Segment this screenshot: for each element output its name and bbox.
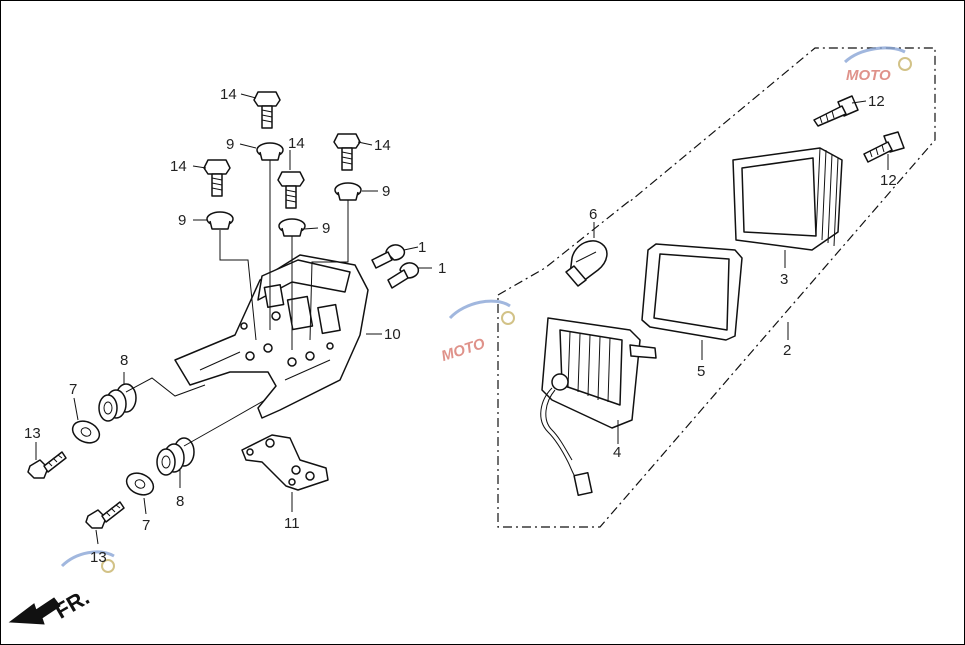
- callout-7: 8: [120, 352, 128, 369]
- callout-13: 12: [880, 172, 897, 189]
- callout-6: 6: [589, 206, 597, 223]
- callout-labels: 14 14 14 14 9 9 9 9 1 1 10 8 8 7 7 13 13…: [24, 86, 897, 566]
- callout-5: 5: [697, 363, 705, 380]
- light-housing-part: [540, 317, 657, 496]
- callout-9: 9: [226, 136, 234, 153]
- bolt-14-middle: [277, 171, 305, 209]
- callout-14: 14: [170, 158, 187, 175]
- front-direction-label: FR.: [50, 584, 93, 623]
- tail-light-assembly-boundary: [497, 47, 936, 528]
- svg-text:MOTO: MOTO: [846, 67, 891, 84]
- bulb-part: [565, 240, 608, 287]
- screw-13-upper: [813, 95, 859, 127]
- bolt-14-right: [333, 133, 361, 171]
- bolt-12-upper: [27, 451, 67, 479]
- small-bulb-upper: [371, 244, 406, 269]
- washer-8-lower: [125, 472, 155, 496]
- mounting-plate-part: [241, 434, 329, 491]
- front-arrow-icon: [8, 597, 61, 625]
- callout-14: 14: [288, 135, 305, 152]
- callout-7: 8: [176, 493, 184, 510]
- callout-2: 2: [783, 342, 791, 359]
- callout-8: 7: [69, 381, 77, 398]
- callout-13: 12: [868, 93, 885, 110]
- washer-8-upper: [71, 420, 101, 444]
- collar-9-left: [206, 211, 234, 230]
- callout-3: 3: [780, 271, 788, 288]
- collar-9-middle: [278, 218, 306, 237]
- callout-14: 14: [374, 137, 391, 154]
- callout-1: 1: [418, 239, 426, 256]
- callout-9: 9: [178, 212, 186, 229]
- screw-13-lower: [863, 131, 905, 163]
- front-direction-marker: FR.: [8, 584, 94, 625]
- callout-10: 10: [384, 326, 401, 343]
- collar-9-top: [256, 142, 284, 161]
- bolt-14-left: [203, 159, 231, 197]
- grommet-7-lower: [156, 437, 195, 476]
- bolt-12-lower: [85, 501, 125, 529]
- callout-14: 14: [220, 86, 237, 103]
- gasket-part: [641, 243, 743, 341]
- callout-4: 4: [613, 444, 621, 461]
- rear-bracket-part: [174, 254, 369, 419]
- callout-9: 9: [322, 220, 330, 237]
- grommet-7-upper: [98, 383, 137, 422]
- watermark-top-right: MOTO: [843, 46, 912, 84]
- collar-9-right: [334, 182, 362, 201]
- callout-8: 7: [142, 517, 150, 534]
- callout-12: 13: [24, 425, 41, 442]
- callout-9: 9: [382, 183, 390, 200]
- svg-text:MOTO: MOTO: [439, 335, 487, 365]
- callout-12: 13: [90, 549, 107, 566]
- callout-11: 11: [284, 515, 300, 532]
- lens-cover-part: [732, 147, 843, 251]
- bolt-14-top: [253, 91, 281, 129]
- small-bulb-lower: [387, 262, 420, 289]
- watermark-bottom-left: [60, 550, 115, 573]
- leader-lines: [35, 93, 889, 545]
- watermark-center: MOTO: [439, 299, 515, 365]
- callout-1: 1: [438, 260, 446, 277]
